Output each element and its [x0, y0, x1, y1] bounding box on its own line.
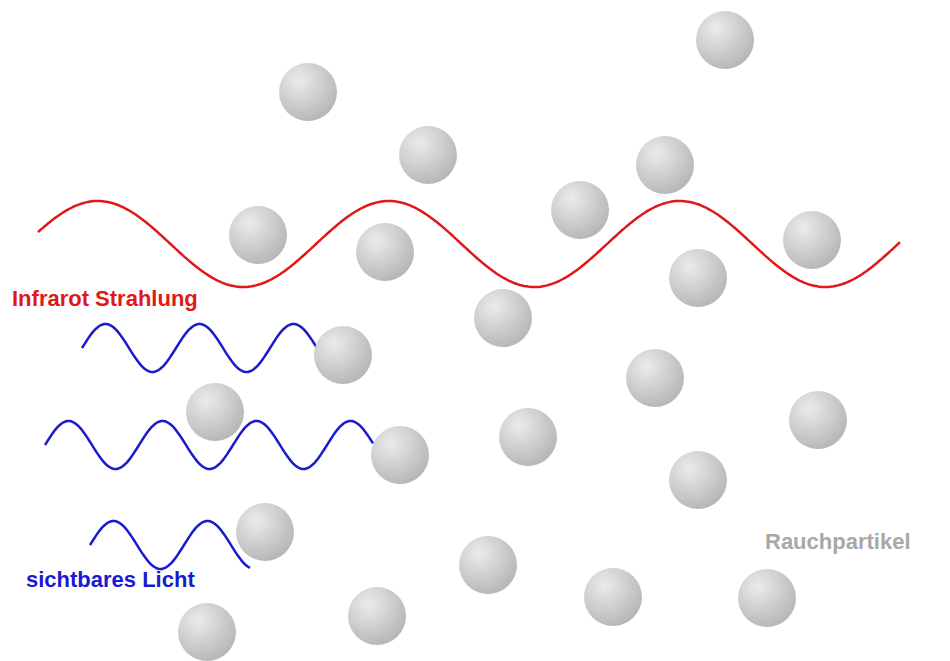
- light-wave: [82, 324, 318, 372]
- smoke-particle: [738, 569, 796, 627]
- visible-light-label: sichtbares Licht: [26, 568, 195, 592]
- smoke-particle: [669, 451, 727, 509]
- infrared-wave: [38, 201, 900, 287]
- smoke-particle: [696, 11, 754, 69]
- smoke-particle: [626, 349, 684, 407]
- smoke-particle: [789, 391, 847, 449]
- smoke-particle: [459, 536, 517, 594]
- smoke-particle: [669, 249, 727, 307]
- visible-light-waves: [45, 324, 373, 569]
- smoke-particle: [371, 426, 429, 484]
- smoke-particle: [499, 408, 557, 466]
- smoke-particle: [636, 136, 694, 194]
- smoke-particle: [314, 326, 372, 384]
- smoke-particle: [783, 211, 841, 269]
- smoke-particle: [236, 503, 294, 561]
- smoke-particle: [178, 603, 236, 661]
- smoke-particles: [178, 11, 847, 661]
- smoke-particle: [186, 383, 244, 441]
- smoke-particle: [399, 126, 457, 184]
- smoke-particle: [356, 223, 414, 281]
- particle-label: Rauchpartikel: [765, 530, 911, 554]
- smoke-particle: [584, 568, 642, 626]
- smoke-particle: [279, 63, 337, 121]
- light-wave: [90, 521, 250, 569]
- smoke-particle: [348, 587, 406, 645]
- smoke-particle: [474, 289, 532, 347]
- smoke-particle: [551, 181, 609, 239]
- infrared-label: Infrarot Strahlung: [12, 287, 198, 311]
- smoke-particle: [229, 206, 287, 264]
